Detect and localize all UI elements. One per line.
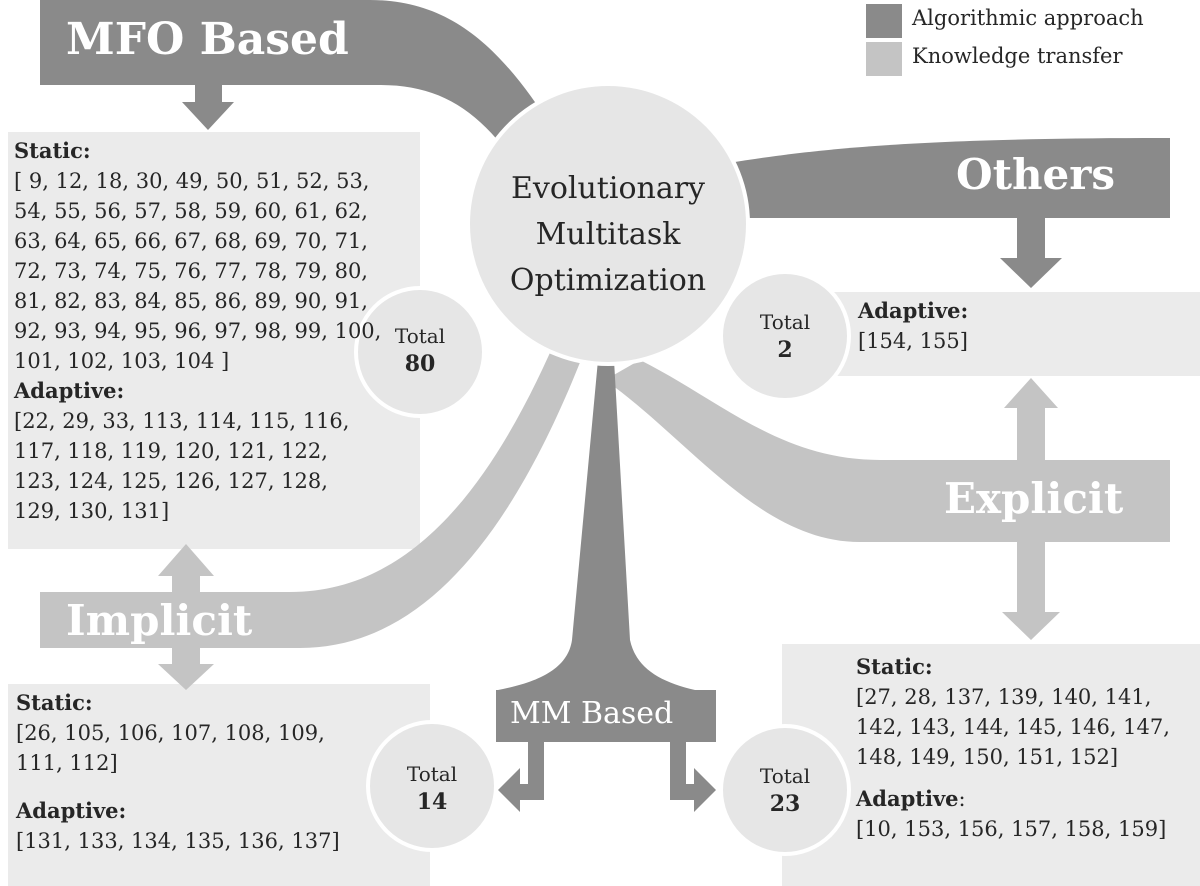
implicit-adaptive-label: Adaptive: <box>16 798 127 823</box>
others-banner-title: Others <box>956 150 1116 199</box>
total-others: Total 2 <box>725 308 845 364</box>
mfo-static-label: Static: <box>14 138 91 163</box>
others-adaptive-label: Adaptive: <box>858 298 969 323</box>
center-title: Evolutionary Multitask Optimization <box>468 166 748 304</box>
mfo-box-bg <box>8 132 420 549</box>
explicit-static-values: [27, 28, 137, 139, 140, 141, 142, 143, 1… <box>856 685 1170 769</box>
mm-arrow-right <box>670 742 716 812</box>
center-line-2: Multitask <box>535 217 681 252</box>
total-explicit-label: Total <box>759 764 811 788</box>
explicit-banner-title: Explicit <box>944 474 1124 523</box>
legend-label-algorithmic: Algorithmic approach <box>912 6 1144 30</box>
mfo-static-values: [ 9, 12, 18, 30, 49, 50, 51, 52, 53, 54,… <box>14 169 382 373</box>
total-others-value: 2 <box>777 337 793 363</box>
others-arrow-down <box>1000 218 1062 288</box>
total-mfo: Total 80 <box>360 322 480 378</box>
legend-swatch-knowledge <box>866 42 902 76</box>
mm-banner-bg <box>496 690 716 742</box>
explicit-adaptive-values: [10, 153, 156, 157, 158, 159] <box>856 817 1167 841</box>
mfo-flow <box>40 0 560 170</box>
explicit-box: Static: [27, 28, 137, 139, 140, 141, 142… <box>856 652 1192 844</box>
others-box: Adaptive: [154, 155] <box>858 296 1188 356</box>
explicit-adaptive-label: Adaptive <box>856 786 959 811</box>
implicit-box-bg <box>8 684 430 886</box>
others-flow <box>700 138 1170 218</box>
explicit-arrow-down <box>1002 542 1060 640</box>
center-circle <box>466 82 750 366</box>
total-mfo-label: Total <box>394 324 446 348</box>
implicit-static-label: Static: <box>16 690 93 715</box>
implicit-flow <box>40 330 588 648</box>
explicit-static-label: Static: <box>856 654 933 679</box>
mm-banner-title: MM Based <box>510 696 674 731</box>
explicit-arrow-up <box>1004 378 1058 460</box>
explicit-adaptive-colon: : <box>958 787 966 811</box>
implicit-box: Static: [26, 105, 106, 107, 108, 109, 11… <box>16 688 356 856</box>
total-circle-explicit <box>719 724 851 856</box>
others-adaptive-values: [154, 155] <box>858 329 968 353</box>
implicit-banner-title: Implicit <box>66 596 253 645</box>
total-implicit-label: Total <box>406 762 458 786</box>
total-mfo-value: 80 <box>404 351 436 377</box>
others-box-bg <box>828 292 1200 376</box>
center-line-1: Evolutionary <box>510 171 706 206</box>
total-implicit: Total 14 <box>372 760 492 816</box>
total-explicit: Total 23 <box>725 762 845 818</box>
mfo-adaptive-label: Adaptive: <box>14 378 125 403</box>
implicit-static-values: [26, 105, 106, 107, 108, 109, 111, 112] <box>16 721 325 775</box>
mm-arrow-left <box>498 742 544 812</box>
implicit-adaptive-values: [131, 133, 134, 135, 136, 137] <box>16 829 340 853</box>
implicit-arrow-up <box>158 544 214 592</box>
legend-swatch-algorithmic <box>866 4 902 38</box>
mm-flow <box>498 360 695 690</box>
explicit-box-bg <box>782 644 1200 886</box>
total-circle-mfo <box>354 286 486 418</box>
center-line-3: Optimization <box>509 263 707 298</box>
total-circle-implicit <box>366 720 498 852</box>
mfo-banner-title: MFO Based <box>66 14 349 65</box>
explicit-flow <box>605 360 1170 542</box>
implicit-arrow-down <box>158 648 214 690</box>
mfo-adaptive-values: [22, 29, 33, 113, 114, 115, 116, 117, 11… <box>14 409 350 523</box>
legend-label-knowledge: Knowledge transfer <box>912 44 1123 68</box>
total-explicit-value: 23 <box>769 791 801 817</box>
mfo-arrow-down <box>182 85 234 130</box>
total-others-label: Total <box>759 310 811 334</box>
total-circle-others <box>719 270 851 402</box>
total-implicit-value: 14 <box>416 789 448 815</box>
mfo-box: Static: [ 9, 12, 18, 30, 49, 50, 51, 52,… <box>14 136 390 526</box>
